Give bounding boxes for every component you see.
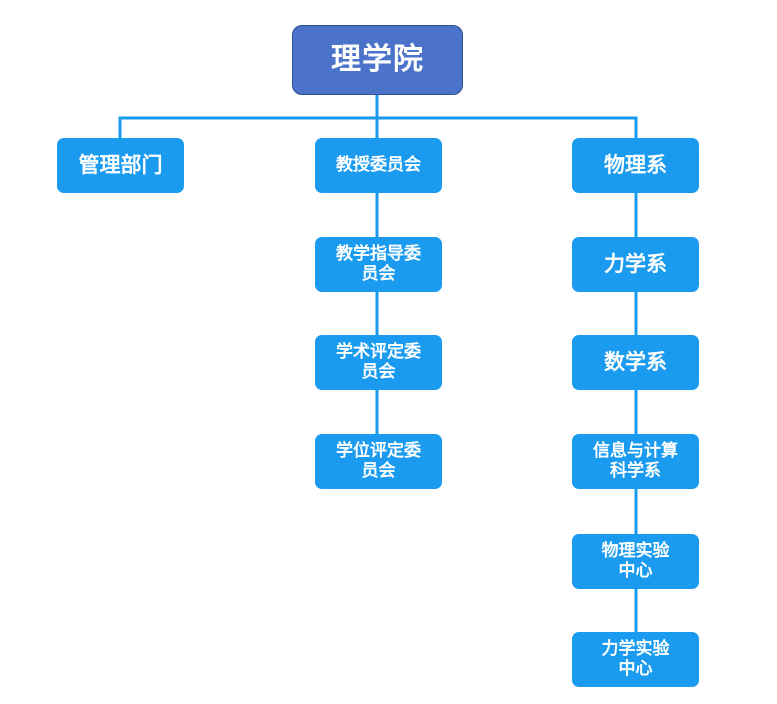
node-physics-lab-center: 物理实验 中心 [572,534,699,589]
node-info-computing-department: 信息与计算 科学系 [572,434,699,489]
node-mathematics-department: 数学系 [572,335,699,390]
node-mechanics-department: 力学系 [572,237,699,292]
node-degree-committee: 学位评定委 员会 [315,434,442,489]
node-mechanics-lab-center: 力学实验 中心 [572,632,699,687]
node-academic-committee: 学术评定委 员会 [315,335,442,390]
node-admin-department: 管理部门 [57,138,184,193]
node-teaching-committee: 教学指导委 员会 [315,237,442,292]
node-physics-department: 物理系 [572,138,699,193]
node-root-college: 理学院 [292,25,463,95]
node-professors-committee: 教授委员会 [315,138,442,193]
